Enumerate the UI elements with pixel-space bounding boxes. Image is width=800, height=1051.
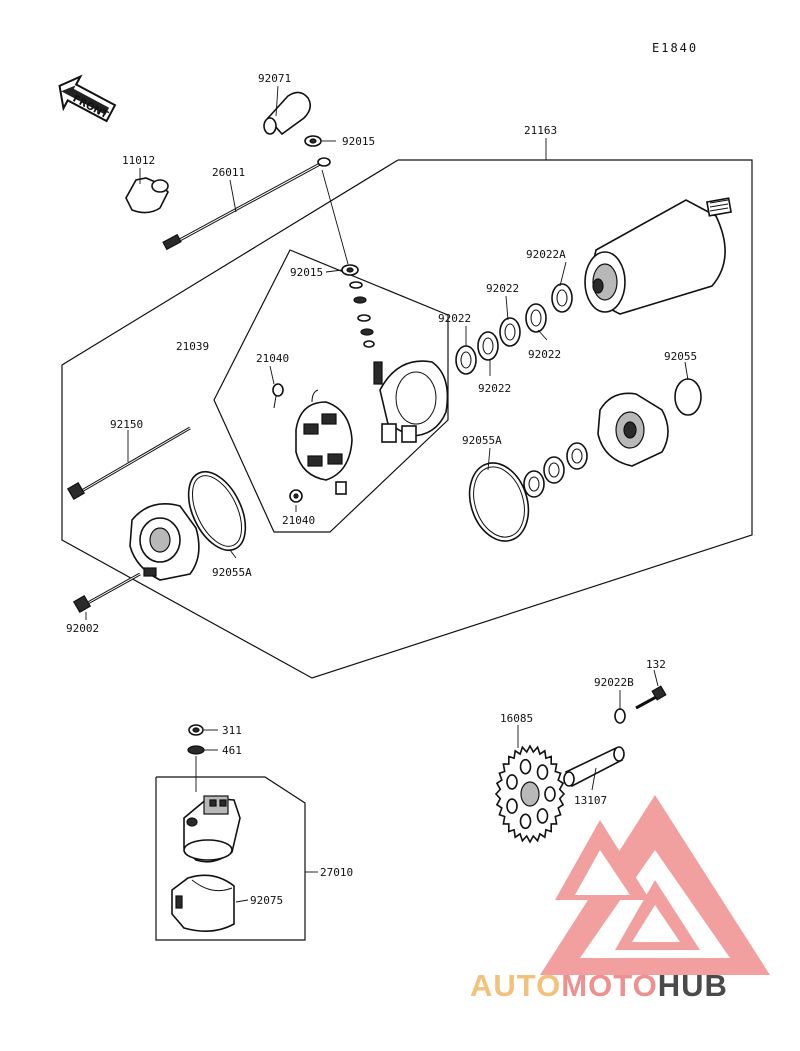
- label-92015-mid: 92015: [290, 266, 323, 279]
- part-92015-washer-stack: [341, 264, 375, 348]
- label-92022A: 92022A: [526, 248, 566, 261]
- label-92071: 92071: [258, 72, 291, 85]
- label-92150: 92150: [110, 418, 143, 431]
- front-arrow-icon: FRONT: [58, 74, 117, 123]
- label-92055A-left: 92055A: [212, 566, 252, 579]
- label-16085: 16085: [500, 712, 533, 725]
- label-92022B: 92022B: [594, 676, 634, 689]
- part-92150-bolt: [66, 426, 191, 501]
- part-92075-cover: [171, 874, 235, 932]
- label-21039: 21039: [176, 340, 209, 353]
- label-92022-b: 92022: [438, 312, 471, 325]
- part-front-cover: [129, 503, 200, 581]
- part-311-nut: [188, 724, 204, 736]
- watermark-text: AUTOMOTOHUB: [470, 968, 728, 1003]
- label-27010: 27010: [320, 866, 353, 879]
- gear-hole: [519, 813, 532, 830]
- brush-holder-frame: [213, 249, 449, 533]
- washer-series-92022: [455, 283, 573, 375]
- label-92022-a: 92022: [486, 282, 519, 295]
- part-21163-motor: [584, 197, 732, 315]
- logo-center-cut: [632, 905, 680, 942]
- part-92055A-oring-mid: [468, 462, 530, 542]
- part-11012-boot: [125, 177, 169, 214]
- label-92002: 92002: [66, 622, 99, 635]
- label-461: 461: [222, 744, 242, 757]
- label-92055A-mid: 92055A: [462, 434, 502, 447]
- label-21163: 21163: [524, 124, 557, 137]
- watermark-moto: MOTO: [561, 968, 657, 1003]
- washer-series-mid: [523, 442, 588, 498]
- watermark-hub: HUB: [658, 968, 728, 1003]
- part-16085-gear: [494, 744, 566, 844]
- label-21040-top: 21040: [256, 352, 289, 365]
- gear-hole: [519, 758, 532, 775]
- label-311: 311: [222, 724, 242, 737]
- part-461-washer: [187, 745, 205, 755]
- part-92055-oring: [674, 378, 702, 416]
- part-13107-shaft: [563, 746, 625, 788]
- part-92015-nut: [304, 135, 322, 147]
- part-26011-lead: [162, 157, 331, 251]
- part-end-cover: [597, 392, 669, 467]
- gear-hole: [506, 774, 518, 790]
- label-92075: 92075: [250, 894, 283, 907]
- part-132-bolt: [635, 685, 667, 710]
- label-132: 132: [646, 658, 666, 671]
- label-21040-bottom: 21040: [282, 514, 315, 527]
- part-brush-plate: [373, 360, 449, 443]
- starter-assembly-frame: [61, 159, 753, 679]
- label-92022-d: 92022: [478, 382, 511, 395]
- part-92055A-oring-left: [187, 471, 247, 551]
- part-92002-bolt: [72, 572, 141, 614]
- diagram-code: E1840: [652, 41, 698, 55]
- automotohub-logo: [540, 795, 770, 975]
- label-92022-c: 92022: [528, 348, 561, 361]
- gear-hole: [536, 808, 549, 824]
- part-92022B-washer: [614, 708, 626, 724]
- part-21040-spring-bottom: [289, 489, 303, 503]
- label-13107: 13107: [574, 794, 607, 807]
- label-26011: 26011: [212, 166, 245, 179]
- gear-hole: [506, 798, 518, 814]
- gear-hole: [544, 786, 556, 802]
- label-92055: 92055: [664, 350, 697, 363]
- label-92015-top: 92015: [342, 135, 375, 148]
- gear-hub: [520, 781, 540, 807]
- part-21040-spring-top: [272, 383, 284, 409]
- watermark-auto: AUTO: [470, 968, 561, 1003]
- gear-hole: [536, 764, 549, 780]
- logo-left-cut: [575, 850, 630, 895]
- label-11012: 11012: [122, 154, 155, 167]
- part-92071-cap: [263, 91, 312, 136]
- part-labels: 92071 92015 21163 11012 26011 92015 9202…: [66, 72, 697, 907]
- part-27010-relay: [183, 795, 241, 863]
- relay-frame: [155, 776, 306, 941]
- part-brush-holder: [295, 389, 353, 495]
- leader-lines: [85, 85, 689, 903]
